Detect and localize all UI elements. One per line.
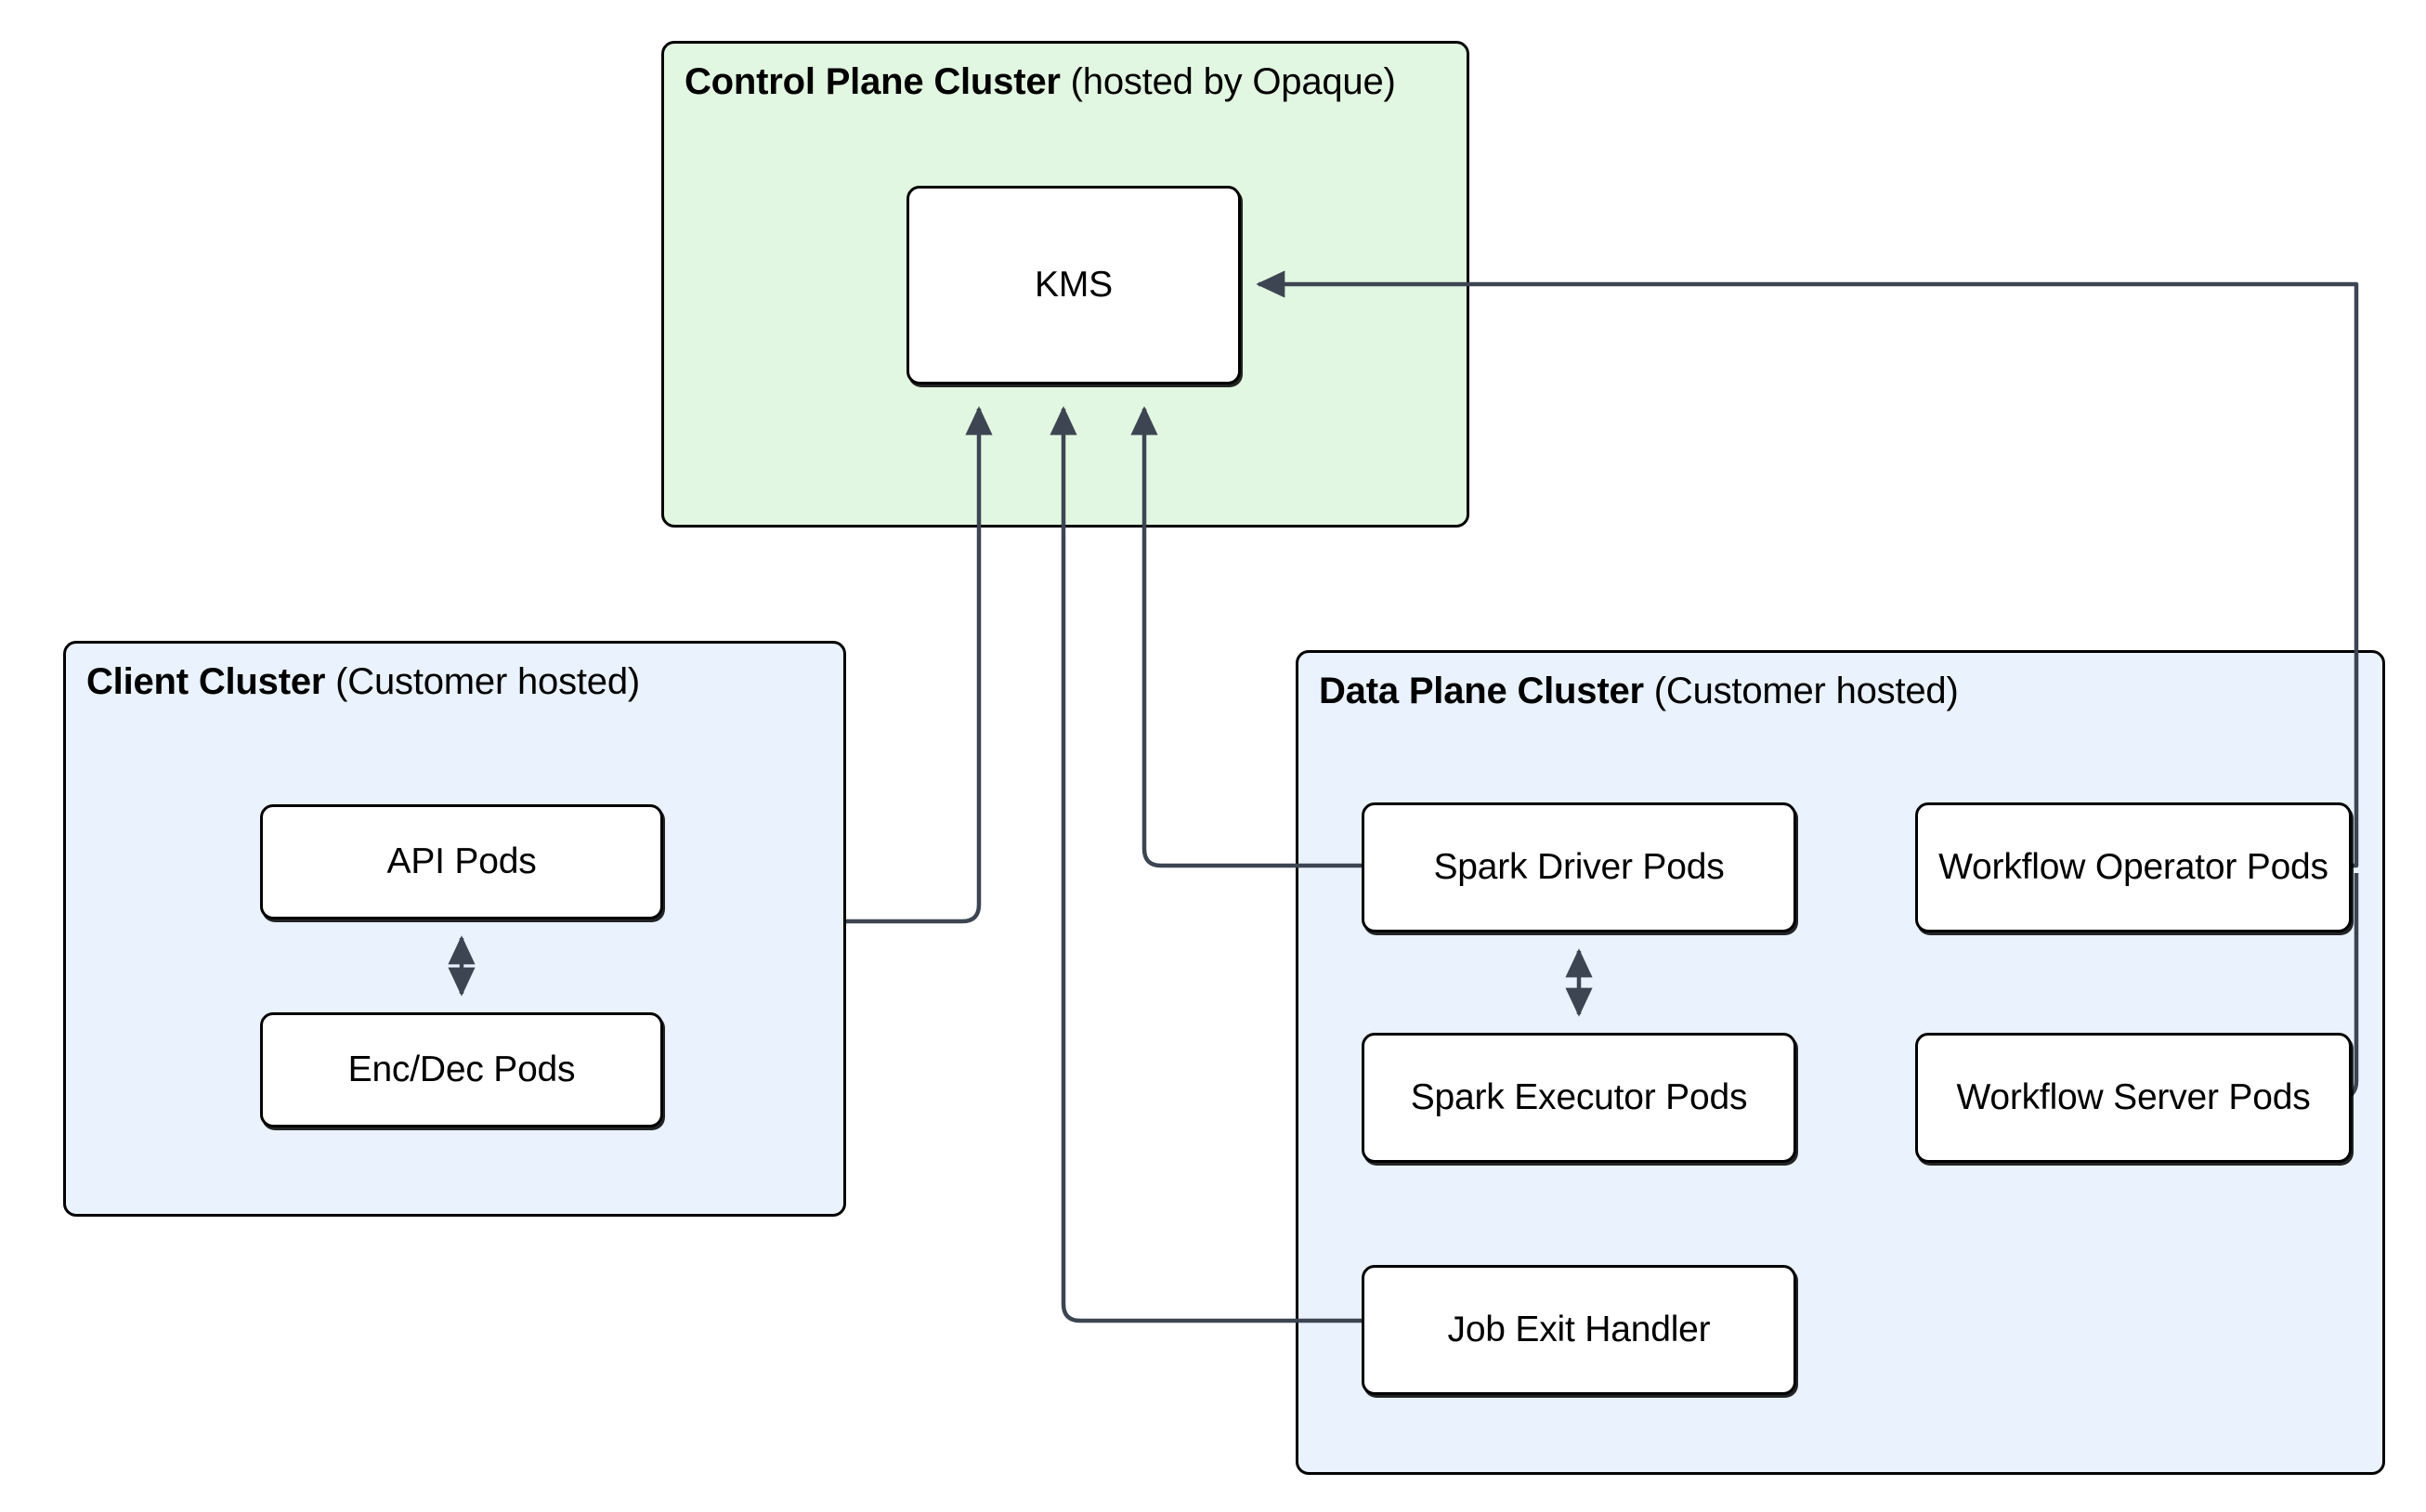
node-label-spark-executor-pods: Spark Executor Pods [1410,1077,1748,1118]
node-label-kms: KMS [1035,265,1113,306]
node-spark-executor-pods[interactable]: Spark Executor Pods [1362,1033,1796,1163]
node-spark-driver-pods[interactable]: Spark Driver Pods [1362,802,1796,932]
cluster-title-bold-client: Client Cluster [86,661,326,702]
node-workflow-server-pods[interactable]: Workflow Server Pods [1915,1033,2352,1163]
node-label-spark-driver-pods: Spark Driver Pods [1433,847,1725,888]
node-kms[interactable]: KMS [906,186,1241,385]
node-api-pods[interactable]: API Pods [260,804,663,919]
node-workflow-operator-pods[interactable]: Workflow Operator Pods [1915,802,2352,932]
node-label-enc-dec-pods: Enc/Dec Pods [347,1049,576,1090]
cluster-title-bold-control-plane: Control Plane Cluster [685,61,1061,102]
node-label-job-exit-handler: Job Exit Handler [1447,1310,1711,1350]
cluster-title-control-plane: Control Plane Cluster (hosted by Opaque) [685,60,1396,103]
connector-workflow-kms-corner [2356,284,2387,301]
cluster-title-sub-client: (Customer hosted) [325,661,640,702]
node-label-workflow-operator-pods: Workflow Operator Pods [1938,847,2328,888]
node-job-exit-handler[interactable]: Job Exit Handler [1362,1265,1796,1395]
cluster-title-data-plane: Data Plane Cluster (Customer hosted) [1319,670,1959,712]
cluster-title-client: Client Cluster (Customer hosted) [86,660,640,703]
cluster-client[interactable]: Client Cluster (Customer hosted) [63,641,846,1217]
cluster-title-sub-data-plane: (Customer hosted) [1643,671,1959,711]
node-label-workflow-server-pods: Workflow Server Pods [1956,1077,2311,1118]
cluster-title-sub-control-plane: (hosted by Opaque) [1060,61,1396,102]
node-enc-dec-pods[interactable]: Enc/Dec Pods [260,1012,663,1127]
cluster-title-bold-data-plane: Data Plane Cluster [1319,671,1644,711]
node-label-api-pods: API Pods [386,841,537,882]
